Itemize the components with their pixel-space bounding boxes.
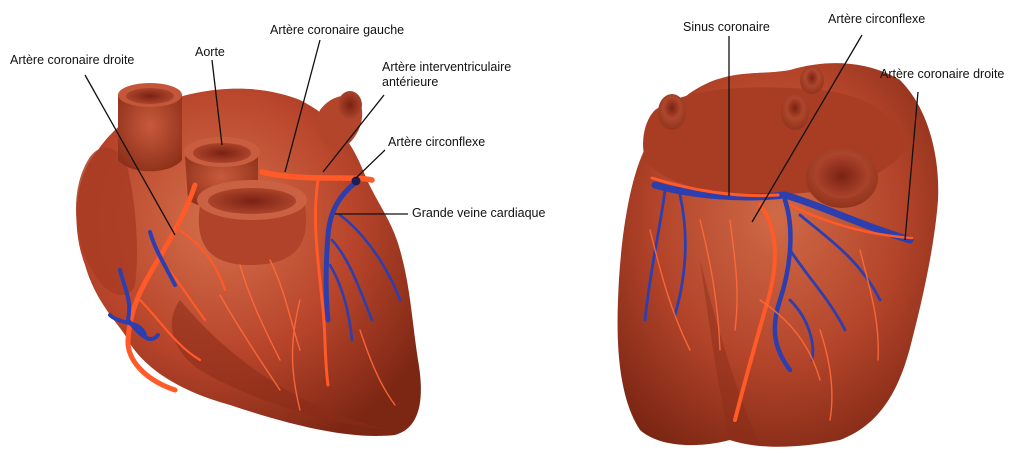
posterior-pulmonary-vein-lumen: [787, 98, 803, 118]
posterior-heart: [618, 63, 939, 447]
label-aorta: Aorte: [195, 45, 225, 60]
label-left-coronary: Artère coronaire gauche: [270, 23, 404, 38]
label-circumflex-anterior: Artère circonflexe: [388, 135, 485, 150]
anterior-pulmonary-lumen: [126, 88, 174, 104]
posterior-pulmonary-vein-lumen: [806, 70, 818, 86]
label-great-cardiac-vein: Grande veine cardiaque: [412, 206, 545, 221]
label-coronary-sinus: Sinus coronaire: [683, 20, 770, 35]
label-right-coronary-anterior: Artère coronaire droite: [10, 53, 134, 68]
anterior-aorta-lumen: [193, 143, 251, 163]
label-circumflex-posterior: Artère circonflexe: [828, 12, 925, 27]
anterior-heart: [76, 83, 421, 436]
label-anterior-interventricular: Artère interventriculaire antérieure: [382, 60, 547, 90]
anterior-vein-opening: [338, 91, 362, 119]
label-right-coronary-posterior: Artère coronaire droite: [880, 67, 1004, 82]
anterior-great-vessel-lumen: [208, 188, 296, 214]
leader-circumflex-anterior: [356, 150, 385, 178]
posterior-vena-cava-lumen: [815, 154, 869, 198]
anterior-right-atrium: [76, 148, 137, 296]
posterior-pulmonary-vein-lumen: [664, 98, 680, 118]
